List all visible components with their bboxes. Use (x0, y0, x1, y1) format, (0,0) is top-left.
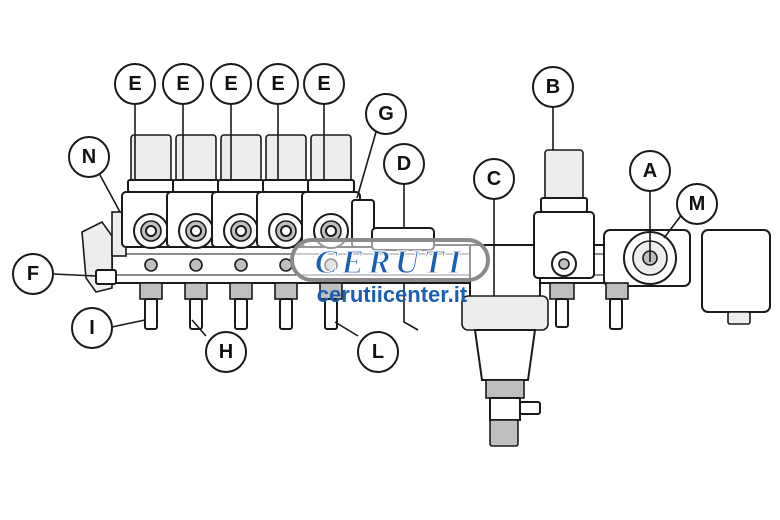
callout-label: E (176, 73, 189, 95)
callout-label: G (378, 103, 394, 125)
callout-label: E (317, 73, 330, 95)
watermark-logo: CERUTI (315, 244, 466, 281)
callout-d: D (383, 143, 425, 185)
callout-n: N (68, 136, 110, 178)
callout-a: A (629, 150, 671, 192)
callout-e1: E (114, 63, 156, 105)
callout-label: F (27, 263, 39, 285)
section-valves (121, 134, 375, 272)
callout-label: E (128, 73, 141, 95)
line-filter (461, 244, 549, 447)
callout-h: H (205, 331, 247, 373)
callout-c: C (473, 158, 515, 200)
callout-e4: E (257, 63, 299, 105)
callout-label: H (219, 341, 233, 363)
callout-label: L (372, 341, 384, 363)
section-valve (166, 134, 226, 272)
callout-label: E (271, 73, 284, 95)
pressure-regulator (533, 149, 595, 328)
callout-m: M (676, 183, 718, 225)
callout-e2: E (162, 63, 204, 105)
callout-g: G (365, 93, 407, 135)
callout-label: M (689, 193, 706, 215)
callout-i: I (71, 307, 113, 349)
callout-label: A (643, 160, 657, 182)
callout-label: D (397, 153, 411, 175)
callout-label: C (487, 168, 501, 190)
callout-label: I (89, 317, 95, 339)
watermark: CERUTI cerutiicenter.it (290, 238, 490, 307)
callout-e3: E (210, 63, 252, 105)
main-valve (603, 229, 771, 330)
callout-l: L (357, 331, 399, 373)
callout-b: B (532, 66, 574, 108)
watermark-url: cerutiicenter.it (317, 282, 468, 307)
callout-label: E (224, 73, 237, 95)
callout-e5: E (303, 63, 345, 105)
callout-label: B (546, 76, 560, 98)
leader-lines (52, 104, 684, 337)
hose-outlets (139, 282, 343, 330)
callout-f: F (12, 253, 54, 295)
callout-label: N (82, 146, 96, 168)
section-valve (256, 134, 316, 272)
